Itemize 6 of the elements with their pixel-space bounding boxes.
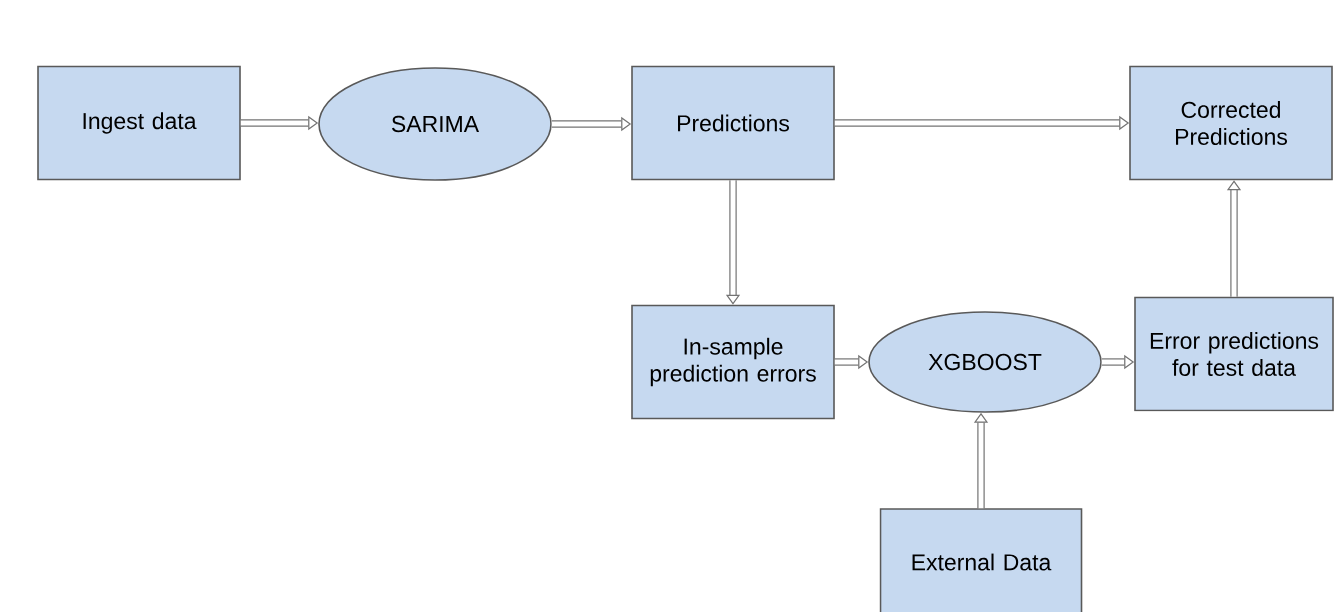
process-box: External Data (879, 508, 1083, 612)
process-box: Error predictions for test data (1134, 296, 1334, 412)
process-box: Corrected Predictions (1129, 65, 1333, 181)
process-box: In-sample prediction errors (631, 304, 835, 420)
process-box: Predictions (631, 65, 835, 181)
process-box: Ingest data (37, 65, 241, 181)
